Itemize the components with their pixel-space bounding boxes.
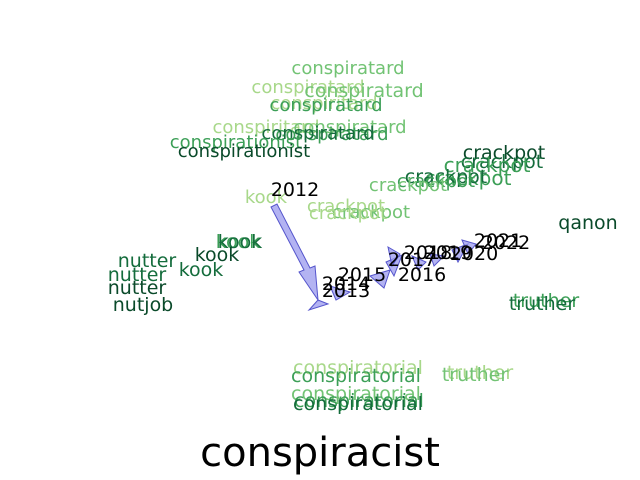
neighbor-word: nutjob xyxy=(113,294,174,316)
neighbor-word: truther xyxy=(513,290,579,312)
neighbor-word: nutter xyxy=(108,277,167,299)
year-label-2014: 2014 xyxy=(322,273,370,295)
neighbor-word: truther xyxy=(442,364,508,386)
neighbor-word: conspiratorial xyxy=(291,383,421,405)
neighbor-word: conspiratard xyxy=(304,80,423,102)
year-label-2017: 2017 xyxy=(388,249,436,271)
arrow-2019-2020 xyxy=(429,253,446,267)
arrow-2015-2016 xyxy=(368,269,391,289)
neighbor-word: kook xyxy=(195,244,240,266)
arrow-2012-2013 xyxy=(270,203,319,302)
year-label-2018: 2018 xyxy=(404,242,452,264)
neighbor-word: conspiratard xyxy=(261,123,374,144)
neighbor-word: crackpot xyxy=(405,166,488,188)
neighbor-word: crackpot xyxy=(369,175,447,196)
year-label-2020: 2020 xyxy=(450,243,498,265)
neighbor-word: crackpot xyxy=(463,142,546,164)
diagram-title: conspiracist xyxy=(200,430,440,476)
neighbor-word: conspiratard xyxy=(269,95,382,116)
year-label-2013: 2013 xyxy=(322,280,370,302)
neighbor-word: conspiratorial xyxy=(293,393,423,415)
year-labels: 2012 2013 2014 2015 2016 2017 2018 2019 … xyxy=(271,179,530,302)
year-label-2019: 2019 xyxy=(424,242,472,264)
year-label-2012: 2012 xyxy=(271,179,319,201)
year-label-2016: 2016 xyxy=(398,264,446,286)
neighbor-word: qanon xyxy=(558,212,617,234)
neighbor-word: conspiritard xyxy=(212,117,319,138)
trajectory-arrows xyxy=(270,203,477,312)
neighbor-word: conspirationist xyxy=(178,141,310,162)
arrow-2014-2015 xyxy=(329,285,352,301)
neighbor-word: conspirationist xyxy=(170,132,302,153)
neighbor-word: conspiratard xyxy=(291,58,404,79)
neighbor-words: conspiratard conspiratard conspiratard c… xyxy=(108,58,618,415)
year-label-2015: 2015 xyxy=(338,264,386,286)
neighbor-word: conspiratard xyxy=(275,124,388,145)
neighbor-word: crackpot xyxy=(332,202,410,223)
neighbor-word: crackpot xyxy=(307,196,385,217)
neighbor-word: conspiratard xyxy=(251,77,364,98)
neighbor-word: nutter xyxy=(118,250,177,272)
arrow-2021-2022 xyxy=(461,239,477,255)
neighbor-word: truther xyxy=(447,362,513,384)
neighbor-word: kook xyxy=(179,259,224,281)
neighbor-word: kook xyxy=(216,231,261,253)
arrow-2017-2018 xyxy=(387,246,401,268)
neighbor-word: crackpot xyxy=(397,171,475,192)
neighbor-word: conspiratorial xyxy=(291,365,421,387)
neighbor-word: crackpot xyxy=(444,153,531,177)
neighbor-word: kook xyxy=(218,231,263,253)
arrow-2018-2019 xyxy=(411,255,427,271)
year-label-2021: 2021 xyxy=(474,230,522,252)
neighbor-word: conspiratorial xyxy=(294,390,424,412)
neighbor-word: crackpot xyxy=(461,151,544,173)
neighbor-word: conspiratard xyxy=(293,117,406,138)
neighbor-word: crackpot xyxy=(425,166,512,190)
neighbor-word: kook xyxy=(245,187,288,208)
year-label-2022: 2022 xyxy=(482,232,530,254)
neighbor-word: truther xyxy=(509,293,575,315)
arrow-2020-2021 xyxy=(451,243,470,264)
neighbor-word: conspiratorial xyxy=(293,357,423,379)
neighbor-word: nutter xyxy=(108,264,167,286)
neighbor-word: crackpot xyxy=(309,203,387,224)
arrow-2013-2014 xyxy=(307,299,330,312)
neighbor-word: conspiritard xyxy=(270,93,377,114)
